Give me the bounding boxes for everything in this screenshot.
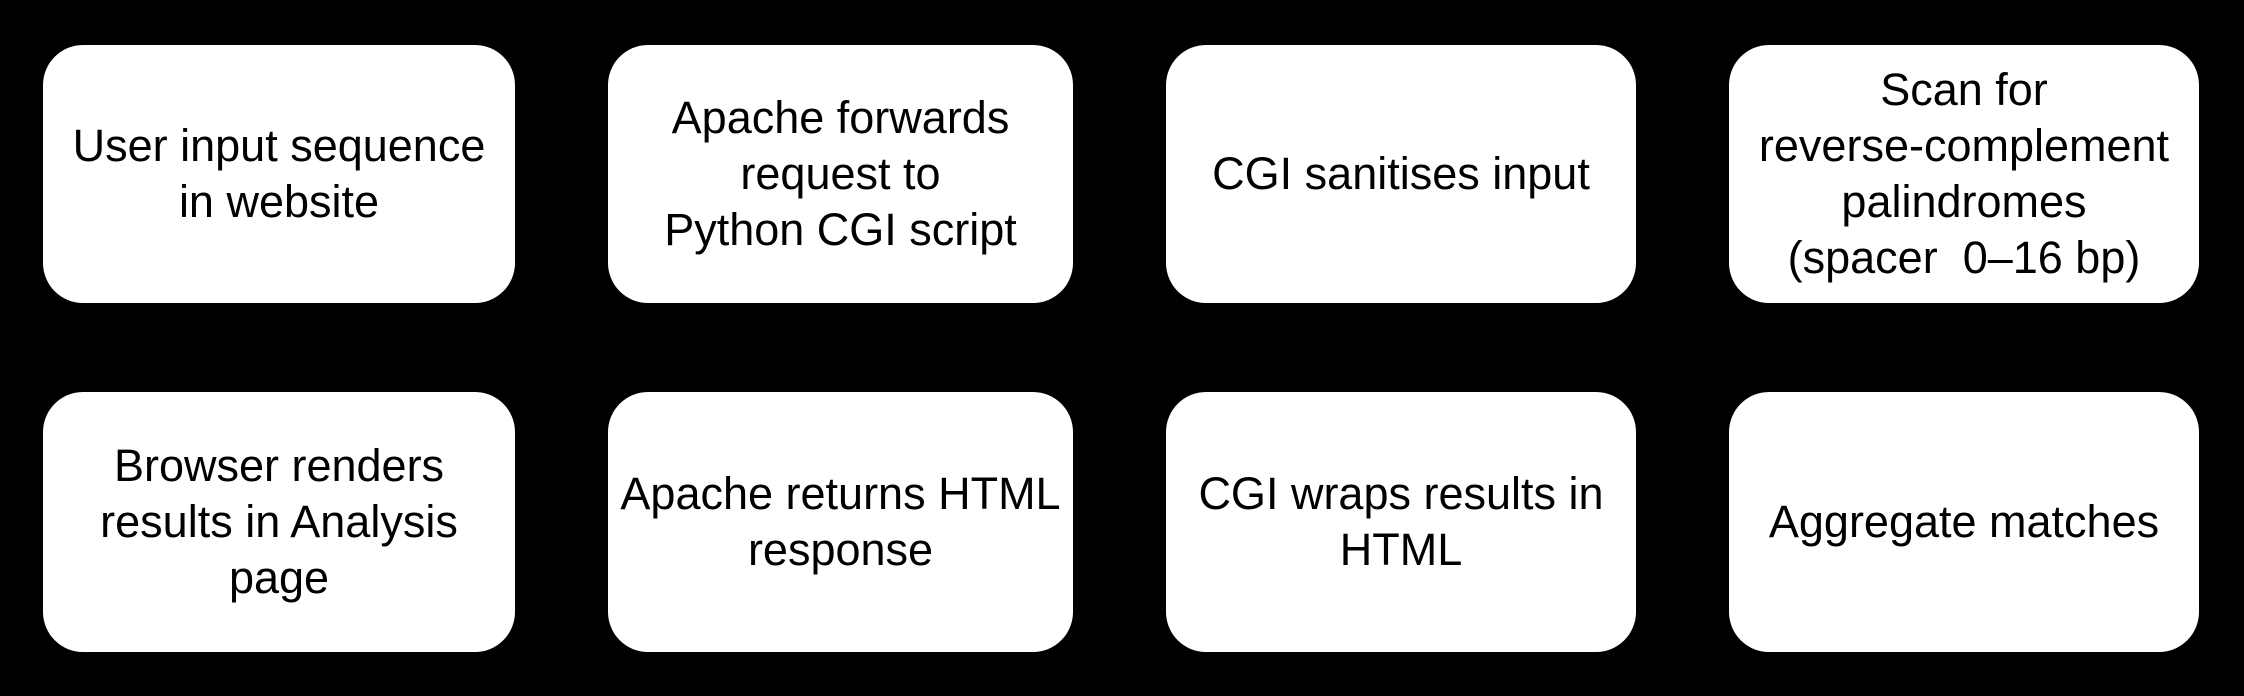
flow-node-cgi-wraps: CGI wraps results in HTML <box>1166 392 1636 652</box>
flow-node-apache-returns: Apache returns HTML response <box>608 392 1073 652</box>
flow-node-aggregate-matches: Aggregate matches <box>1729 392 2199 652</box>
flow-node-scan-palindromes: Scan for reverse-complement palindromes … <box>1729 45 2199 303</box>
flow-node-user-input: User input sequence in website <box>43 45 515 303</box>
flow-node-apache-forwards: Apache forwards request to Python CGI sc… <box>608 45 1073 303</box>
flow-node-browser-renders: Browser renders results in Analysis page <box>43 392 515 652</box>
flow-node-cgi-sanitises: CGI sanitises input <box>1166 45 1636 303</box>
